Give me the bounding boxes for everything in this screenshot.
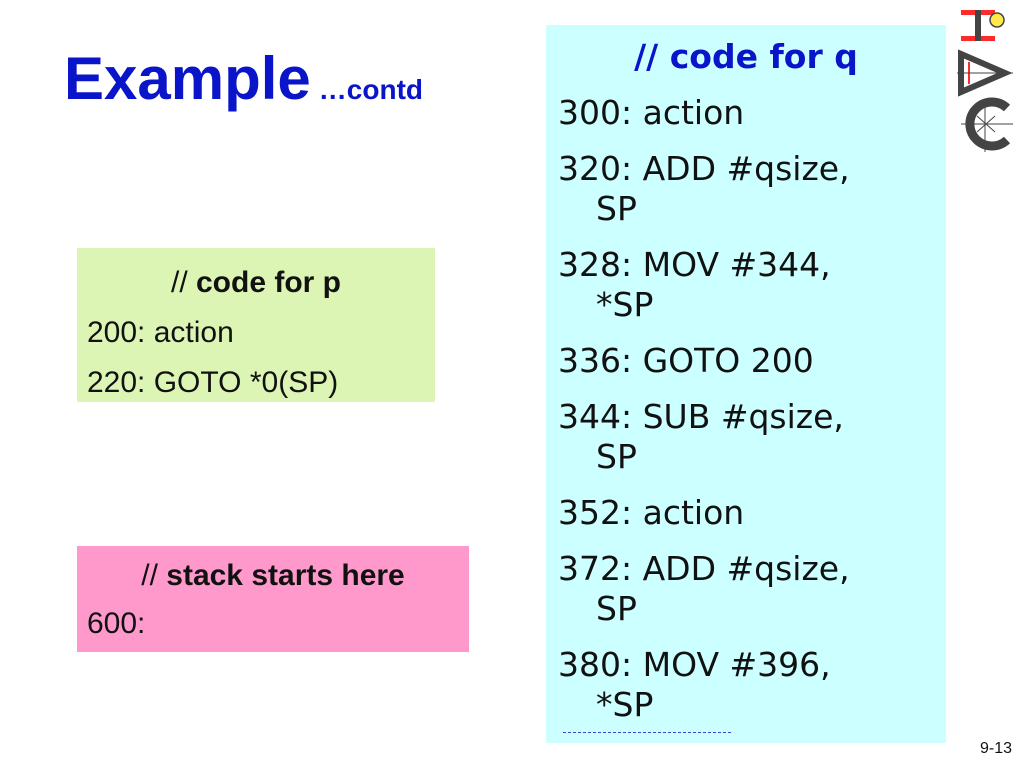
stack-heading: // stack starts here bbox=[87, 552, 459, 600]
code-p-heading: // code for p bbox=[87, 258, 425, 308]
code-q-line: 336: GOTO 200 bbox=[558, 341, 934, 381]
code-p-line: 200: action bbox=[87, 316, 234, 349]
code-q-line-cont: *SP bbox=[596, 285, 654, 324]
slide-title: Example…contd bbox=[64, 44, 423, 113]
code-q-line: 344: SUB #qsize, SP bbox=[558, 397, 934, 477]
stack-box: // stack starts here 600: bbox=[77, 546, 469, 652]
code-q-line: 328: MOV #344, *SP bbox=[558, 245, 934, 325]
code-q-line: 300: action bbox=[558, 93, 934, 133]
code-p-box: // code for p 200: action 220: GOTO *0(S… bbox=[77, 248, 435, 402]
dashed-divider bbox=[563, 732, 731, 733]
logo-letter-c bbox=[961, 97, 1013, 152]
code-p-heading-text: code for p bbox=[196, 266, 342, 299]
code-q-box: // code for q 300: action 320: ADD #qsiz… bbox=[546, 25, 946, 743]
code-q-line: 372: ADD #qsize, SP bbox=[558, 549, 934, 629]
logo-letter-i bbox=[961, 10, 1005, 41]
iaic-logo-icon bbox=[957, 10, 1013, 152]
code-q-line-text: 372: ADD #qsize, bbox=[558, 549, 850, 588]
code-q-line-cont: SP bbox=[596, 437, 637, 476]
code-q-line-cont: SP bbox=[596, 189, 637, 228]
logo-letter-a bbox=[957, 49, 1013, 97]
code-q-line-cont: SP bbox=[596, 589, 637, 628]
code-p-comment-prefix: // bbox=[170, 266, 196, 299]
code-q-heading: // code for q bbox=[634, 37, 858, 76]
code-q-line: 352: action bbox=[558, 493, 934, 533]
title-main: Example bbox=[64, 45, 311, 112]
code-q-line: 320: ADD #qsize, SP bbox=[558, 149, 934, 229]
stack-line: 600: bbox=[87, 607, 146, 640]
code-q-line-text: 328: MOV #344, bbox=[558, 245, 831, 284]
stack-heading-text: stack starts here bbox=[166, 559, 405, 592]
code-q-line-cont: *SP bbox=[596, 685, 654, 724]
page-number: 9-13 bbox=[979, 740, 1012, 757]
stack-comment-prefix: // bbox=[141, 559, 167, 592]
code-q-line-text: 344: SUB #qsize, bbox=[558, 397, 844, 436]
code-q-line-text: 300: action bbox=[558, 93, 745, 132]
code-q-line-text: 352: action bbox=[558, 493, 745, 532]
code-q-line-text: 380: MOV #396, bbox=[558, 645, 831, 684]
code-p-line: 220: GOTO *0(SP) bbox=[87, 366, 339, 399]
title-sub: …contd bbox=[318, 74, 424, 105]
code-q-line: 380: MOV #396, *SP bbox=[558, 645, 934, 725]
code-q-line-text: 336: GOTO 200 bbox=[558, 341, 814, 380]
code-q-line-text: 320: ADD #qsize, bbox=[558, 149, 850, 188]
